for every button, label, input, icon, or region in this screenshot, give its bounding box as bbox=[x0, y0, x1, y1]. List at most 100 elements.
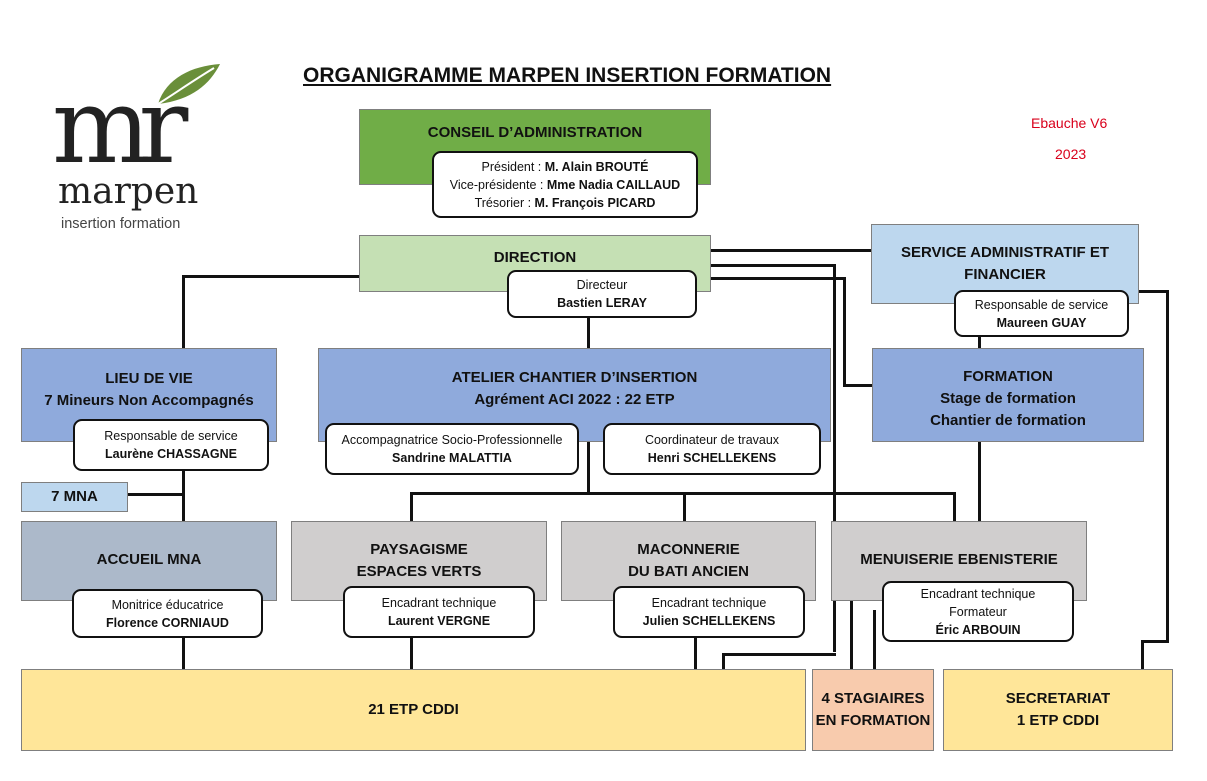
maconnerie-card: Encadrant technique Julien SCHELLEKENS bbox=[613, 586, 805, 638]
direction-title: DIRECTION bbox=[493, 249, 577, 266]
mna-count: 7 MNA bbox=[51, 488, 98, 505]
connector bbox=[182, 275, 360, 278]
connector bbox=[182, 637, 185, 670]
lieu-de-vie-card: Responsable de service Laurène CHASSAGNE bbox=[73, 419, 269, 471]
logo-initials: mr bbox=[52, 65, 188, 187]
member-role: Trésorier : bbox=[474, 195, 535, 210]
member-role: Vice-présidente : bbox=[449, 177, 547, 192]
connector bbox=[1166, 290, 1169, 642]
stagiaires-line-2: EN FORMATION bbox=[815, 712, 931, 729]
member-name: M. François PICARD bbox=[534, 195, 656, 210]
secretariat-title: SECRETARIAT bbox=[1005, 690, 1111, 707]
maconnerie-name: Julien SCHELLEKENS bbox=[642, 614, 776, 628]
connector bbox=[1138, 290, 1168, 293]
direction-card: Directeur Bastien LERAY bbox=[507, 270, 697, 318]
connector bbox=[953, 492, 956, 522]
formation-line-2: Chantier de formation bbox=[930, 412, 1086, 429]
accueil-card: Monitrice éducatrice Florence CORNIAUD bbox=[72, 589, 263, 638]
lieu-de-vie-title: LIEU DE VIE bbox=[105, 370, 193, 387]
connector bbox=[683, 492, 686, 522]
atelier-subtitle: Agrément ACI 2022 : 22 ETP bbox=[474, 391, 675, 408]
secretariat-subtitle: 1 ETP CDDI bbox=[1016, 712, 1100, 729]
member-role: Président : bbox=[481, 159, 545, 174]
connector bbox=[587, 317, 590, 348]
stagiaires-box: 4 STAGIAIRES EN FORMATION bbox=[812, 669, 934, 751]
maconnerie-role: Encadrant technique bbox=[651, 596, 767, 610]
connector bbox=[410, 492, 413, 522]
connector bbox=[1141, 640, 1144, 671]
menuiserie-card: Encadrant technique Formateur Éric ARBOU… bbox=[882, 581, 1074, 642]
connector bbox=[710, 277, 845, 280]
connector bbox=[182, 275, 185, 349]
atelier-staff-name: Henri SCHELLEKENS bbox=[647, 451, 777, 465]
paysagisme-name: Laurent VERGNE bbox=[387, 614, 491, 628]
lieu-de-vie-role: Responsable de service bbox=[104, 429, 238, 443]
leaf-icon bbox=[157, 64, 220, 105]
paysagisme-card: Encadrant technique Laurent VERGNE bbox=[343, 586, 535, 638]
etp-cddi-box: 21 ETP CDDI bbox=[21, 669, 806, 751]
connector bbox=[182, 470, 185, 522]
connector bbox=[978, 441, 981, 523]
service-admin-role: Responsable de service bbox=[974, 297, 1109, 312]
formation-line-1: Stage de formation bbox=[940, 390, 1076, 407]
connector bbox=[843, 384, 873, 387]
logo-name: marpen bbox=[58, 171, 199, 212]
atelier-staff-card: Coordinateur de travaux Henri SCHELLEKEN… bbox=[603, 423, 821, 475]
formation-title: FORMATION bbox=[963, 368, 1053, 385]
paysagisme-title-2: ESPACES VERTS bbox=[356, 563, 482, 580]
connector bbox=[710, 249, 873, 252]
connector bbox=[710, 264, 835, 267]
etp-cddi: 21 ETP CDDI bbox=[368, 701, 459, 718]
version-year: 2023 bbox=[1055, 146, 1087, 162]
connector bbox=[722, 653, 725, 670]
formation-box: FORMATION Stage de formation Chantier de… bbox=[872, 348, 1144, 442]
member-name: Mme Nadia CAILLAUD bbox=[546, 177, 681, 192]
version-label: Ebauche V6 bbox=[1031, 115, 1108, 131]
connector bbox=[850, 600, 853, 670]
accueil-title: ACCUEIL MNA bbox=[96, 551, 202, 568]
member-row: Président : M. Alain BROUTÉ bbox=[482, 158, 649, 176]
member-row: Vice-présidente : Mme Nadia CAILLAUD bbox=[450, 176, 680, 194]
atelier-staff-role: Coordinateur de travaux bbox=[644, 433, 780, 447]
connector bbox=[127, 493, 184, 496]
menuiserie-role-1: Encadrant technique bbox=[920, 586, 1036, 601]
maconnerie-title-1: MACONNERIE bbox=[637, 541, 740, 558]
accueil-role: Monitrice éducatrice bbox=[111, 597, 224, 612]
direction-name: Bastien LERAY bbox=[557, 296, 647, 310]
atelier-staff-role: Accompagnatrice Socio-Professionnelle bbox=[341, 433, 563, 447]
service-admin-card: Responsable de service Maureen GUAY bbox=[954, 290, 1129, 337]
accueil-box: ACCUEIL MNA bbox=[21, 521, 277, 601]
service-admin-title-1: SERVICE ADMINISTRATIF ET bbox=[900, 244, 1110, 261]
page-title: ORGANIGRAMME MARPEN INSERTION FORMATION bbox=[303, 64, 832, 87]
service-admin-name: Maureen GUAY bbox=[996, 315, 1087, 330]
atelier-staff-name: Sandrine MALATTIA bbox=[392, 451, 512, 465]
maconnerie-title-2: DU BATI ANCIEN bbox=[628, 563, 749, 580]
connector bbox=[587, 428, 590, 494]
lieu-de-vie-subtitle: 7 Mineurs Non Accompagnés bbox=[44, 392, 254, 409]
marpen-logo: mr marpen insertion formation bbox=[52, 60, 232, 240]
menuiserie-name: Éric ARBOUIN bbox=[935, 622, 1021, 637]
menuiserie-title: MENUISERIE EBENISTERIE bbox=[860, 551, 1058, 568]
connector bbox=[1141, 640, 1169, 643]
connector bbox=[694, 637, 697, 670]
mna-count-box: 7 MNA bbox=[21, 482, 128, 512]
secretariat-box: SECRETARIAT 1 ETP CDDI bbox=[943, 669, 1173, 751]
atelier-staff-card: Accompagnatrice Socio-Professionnelle Sa… bbox=[325, 423, 579, 475]
conseil-members-card: Président : M. Alain BROUTÉ Vice-préside… bbox=[432, 151, 698, 218]
connector bbox=[833, 264, 836, 652]
logo-tagline: insertion formation bbox=[61, 216, 181, 232]
lieu-de-vie-name: Laurène CHASSAGNE bbox=[105, 447, 237, 461]
menuiserie-role-2: Formateur bbox=[949, 604, 1007, 619]
paysagisme-role: Encadrant technique bbox=[381, 596, 497, 610]
atelier-title: ATELIER CHANTIER D’INSERTION bbox=[451, 369, 698, 386]
connector bbox=[410, 492, 955, 495]
connector bbox=[410, 637, 413, 670]
connector bbox=[843, 277, 846, 386]
service-admin-title-2: FINANCIER bbox=[964, 266, 1046, 283]
stagiaires-line-1: 4 STAGIAIRES bbox=[821, 690, 925, 707]
connector bbox=[722, 653, 836, 656]
connector bbox=[873, 610, 876, 670]
member-row: Trésorier : M. François PICARD bbox=[475, 194, 656, 212]
paysagisme-title-1: PAYSAGISME bbox=[370, 541, 468, 558]
member-name: M. Alain BROUTÉ bbox=[544, 159, 649, 174]
